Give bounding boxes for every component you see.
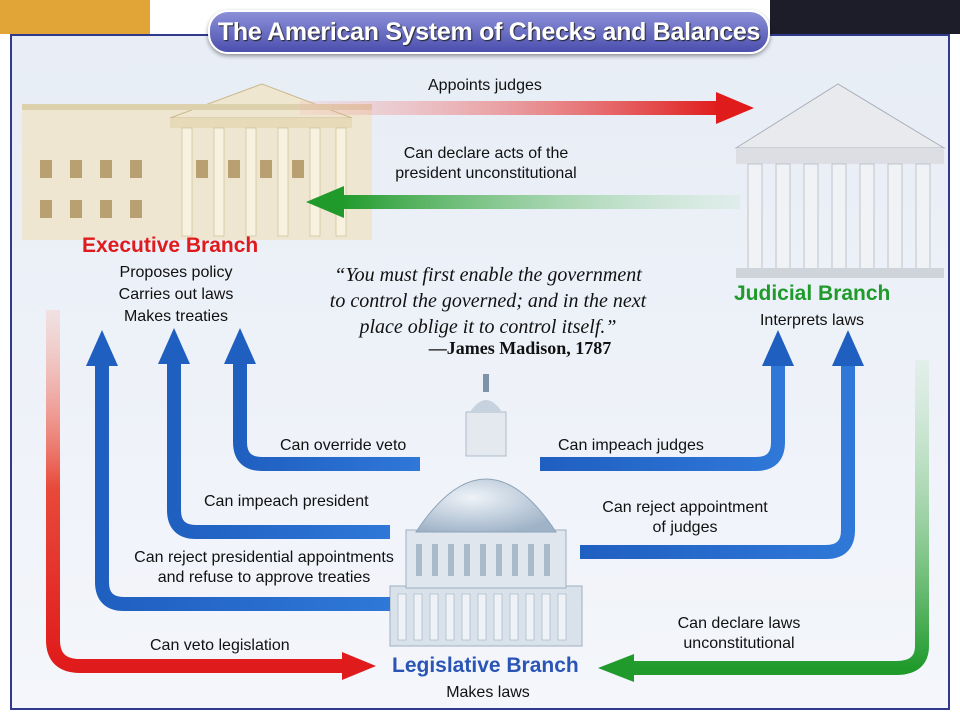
judicial-duty: Interprets laws bbox=[759, 312, 865, 329]
label-appoints-judges: Appoints judges bbox=[428, 77, 542, 94]
arrow-veto-legislation bbox=[46, 310, 376, 680]
white-house-icon bbox=[22, 83, 372, 240]
legislative-duties: Makes laws bbox=[418, 682, 558, 704]
executive-branch-name: Executive Branch bbox=[82, 234, 259, 257]
label-reject-appointment-judges: Can reject appointment of judges bbox=[590, 498, 780, 538]
label-declare-acts-unconstitutional: Can declare acts of the president uncons… bbox=[370, 144, 602, 184]
executive-duty: Carries out laws bbox=[118, 286, 234, 303]
corner-accent-left bbox=[0, 0, 150, 34]
arrow-appoints-judges bbox=[300, 92, 754, 124]
label-line: Can declare laws bbox=[677, 615, 801, 632]
label-line: Can reject presidential appointments bbox=[134, 549, 394, 566]
arrow-declare-laws-unconstitutional bbox=[598, 360, 929, 682]
label-line: Can declare acts of the bbox=[403, 145, 569, 162]
label-line: and refuse to approve treaties bbox=[157, 569, 371, 586]
capitol-dome-icon bbox=[389, 374, 583, 647]
label-reject-presidential-appointments: Can reject presidential appointments and… bbox=[116, 548, 412, 588]
judicial-branch-name: Judicial Branch bbox=[734, 282, 891, 305]
legislative-duty: Makes laws bbox=[446, 684, 530, 701]
label-declare-laws-unconstitutional: Can declare laws unconstitutional bbox=[664, 614, 814, 654]
arrow-impeach-judges bbox=[540, 330, 794, 471]
executive-duty: Makes treaties bbox=[123, 308, 229, 325]
arrow-declare-acts-unconstitutional bbox=[306, 186, 740, 218]
supreme-court-icon bbox=[734, 83, 946, 278]
arrow-reject-presidential-appointments bbox=[86, 330, 390, 611]
label-impeach-judges: Can impeach judges bbox=[558, 437, 704, 454]
executive-duties: Proposes policy Carries out laws Makes t… bbox=[96, 262, 256, 328]
title-banner: The American System of Checks and Balanc… bbox=[208, 10, 770, 54]
legislative-branch-name: Legislative Branch bbox=[392, 654, 579, 677]
label-override-veto: Can override veto bbox=[280, 437, 407, 454]
arrow-override-veto bbox=[224, 328, 420, 471]
label-line: of judges bbox=[652, 519, 718, 536]
arrow-reject-appointment-judges bbox=[580, 330, 864, 559]
label-line: president unconstitutional bbox=[395, 165, 577, 182]
corner-accent-right bbox=[770, 0, 960, 34]
madison-quote: “You must first enable the government to… bbox=[262, 262, 714, 340]
quote-line: “You must first enable the government bbox=[334, 264, 642, 286]
legislative-branch-title: Legislative Branch bbox=[392, 654, 579, 678]
label-line: Can reject appointment bbox=[602, 499, 768, 516]
arrow-impeach-president bbox=[158, 328, 390, 539]
label-impeach-president: Can impeach president bbox=[204, 493, 369, 510]
label-line: unconstitutional bbox=[683, 635, 795, 652]
quote-line: to control the governed; and in the next bbox=[329, 290, 647, 312]
diagram-title: The American System of Checks and Balanc… bbox=[217, 17, 761, 46]
judicial-duties: Interprets laws bbox=[742, 310, 882, 332]
executive-branch-title: Executive Branch bbox=[82, 234, 258, 258]
judicial-branch-title: Judicial Branch bbox=[734, 282, 890, 306]
executive-duty: Proposes policy bbox=[119, 264, 233, 281]
quote-attribution: —James Madison, 1787 bbox=[428, 338, 612, 358]
label-veto-legislation: Can veto legislation bbox=[150, 637, 290, 654]
quote-line: place oblige it to control itself.” bbox=[359, 316, 617, 338]
